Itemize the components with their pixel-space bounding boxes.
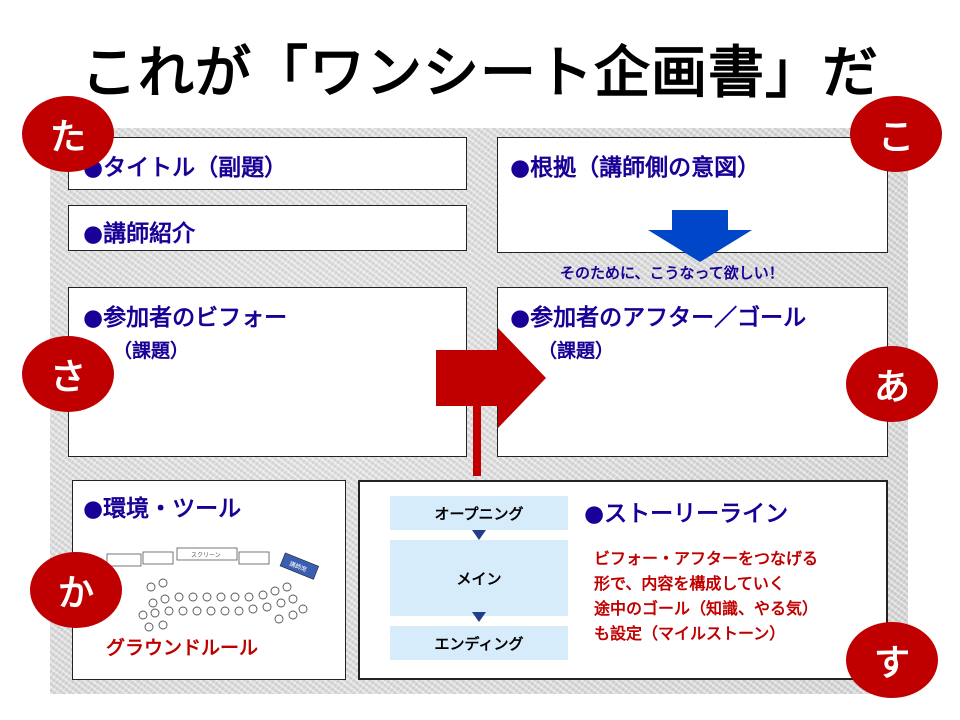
- instructor-intro-heading: ●講師紹介: [83, 221, 196, 247]
- right-arrow-icon: [436, 328, 546, 476]
- label-circle-ta: た: [22, 96, 114, 172]
- after-box: ●参加者のアフター／ゴール （課題）: [497, 287, 888, 457]
- after-sub: （課題）: [538, 340, 615, 362]
- caption-text: そのために、こうなって欲しい！: [560, 264, 784, 282]
- step-down-arrow-icon: [472, 612, 486, 622]
- instructor-intro-box: ●講師紹介: [68, 205, 467, 251]
- before-box: ●参加者のビフォー （課題）: [68, 287, 467, 457]
- label-circle-sa: さ: [22, 336, 114, 412]
- step-down-arrow-icon: [472, 530, 486, 540]
- room-layout-diagram: スクリーン 講師席: [106, 547, 320, 632]
- label-circle-a: あ: [846, 346, 938, 422]
- title-box: ●タイトル（副題）: [68, 137, 467, 190]
- label-circle-su: す: [846, 622, 938, 698]
- story-line: ビフォー・アフターをつなげる: [594, 549, 819, 568]
- story-step-opening: オープニング: [390, 496, 568, 530]
- before-sub: （課題）: [113, 340, 190, 362]
- page-title: これが「ワンシート企画書」だ: [81, 41, 879, 106]
- label-circle-ka: か: [30, 552, 122, 628]
- story-line: も設定（マイルストーン）: [594, 624, 786, 643]
- label-circle-ko: こ: [850, 96, 942, 172]
- screen-label: スクリーン: [191, 552, 221, 559]
- before-heading: ●参加者のビフォー: [83, 305, 288, 331]
- env-heading: ●環境・ツール: [83, 496, 242, 522]
- story-description: ビフォー・アフターをつなげる 形で、内容を構成していく 途中のゴール（知識、やる…: [594, 546, 818, 646]
- story-line: 途中のゴール（知識、やる気）: [594, 599, 819, 618]
- story-step-main: メイン: [390, 540, 568, 616]
- reason-heading: ●根拠（講師側の意図）: [510, 155, 761, 181]
- down-arrow-icon: [648, 210, 752, 262]
- story-line: 形で、内容を構成していく: [594, 574, 785, 593]
- ground-rule-text: グラウンドルール: [106, 637, 259, 659]
- story-step-ending: エンディング: [390, 626, 568, 660]
- story-heading: ●ストーリーライン: [584, 501, 789, 527]
- after-heading: ●参加者のアフター／ゴール: [510, 305, 807, 331]
- title-box-heading: ●タイトル（副題）: [83, 155, 288, 181]
